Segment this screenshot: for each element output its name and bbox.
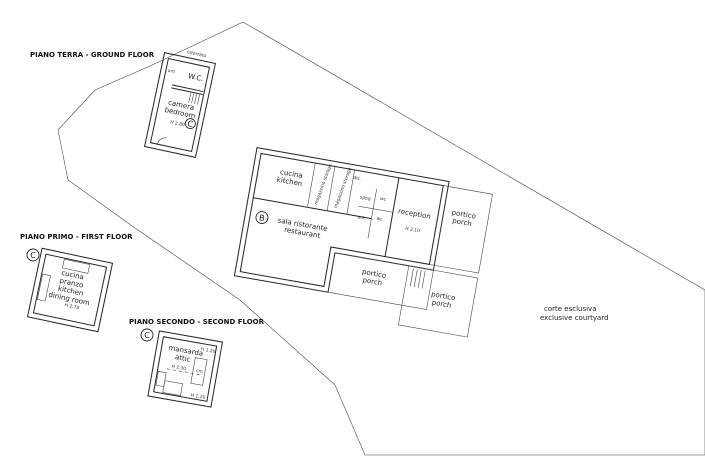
heading-second-floor: PIANO SECONDO - SECOND FLOOR [129,318,265,326]
spog-label: spog [359,195,371,202]
porch-2-en: porch [452,217,473,228]
courtyard-en: exclusive courtyard [540,314,609,322]
site-boundary [57,21,705,456]
first-height: H 2.70 [64,302,80,311]
second-badge: C [144,331,150,340]
ground-badge: C [187,119,195,129]
reception-label: reception [397,207,431,221]
second-cm: cm [195,369,203,375]
ground-ant-label: ant [167,68,176,75]
ground-interrato-label: interrato [186,49,207,59]
reception-height: H 3.10 [405,226,421,235]
second-room-en: attic [174,353,191,364]
first-badge: C [30,251,36,260]
kitchen-it: cucina [279,168,303,180]
storage-1: magazzino storage [313,163,333,206]
storage-2: magazzino storage [333,167,353,210]
dis-label: dis. [353,175,362,182]
second-floor-plan: mansarda attic H 1.20 H 2.30 H 1.20 cm [147,330,223,408]
second-h2: H 2.30 [171,364,187,373]
main-building-plan: cucina kitchen dis. magazzino storage ma… [233,147,493,338]
heading-ground-floor: PIANO TERRA - GROUND FLOOR [30,51,155,59]
ant-label: ant [357,214,366,221]
wc-2: wc [376,217,383,223]
main-badge: B [258,213,265,223]
ground-badge-circle [184,118,196,130]
first-badge-circle [26,248,40,262]
heading-first-floor: PIANO PRIMO - FIRST FLOOR [20,233,133,241]
second-h1: H 1.20 [200,346,216,355]
ground-wc-label: W.C. [187,72,204,83]
second-badge-circle [140,328,154,342]
porch-1-en: porch [362,276,383,287]
courtyard-it: corte esclusiva [544,305,597,313]
wc-1: wc [379,197,386,203]
porch-3-en: porch [431,298,452,309]
ground-height: H 2.80 [170,119,186,128]
main-badge-circle [255,211,269,225]
first-floor-plan: cucina pranzo kitchen dining room H 2.70 [26,247,114,333]
second-h3: H 1.20 [190,392,206,401]
ground-floor-plan: interrato ant W.C. camera bedroom H 2.80… [143,49,217,158]
